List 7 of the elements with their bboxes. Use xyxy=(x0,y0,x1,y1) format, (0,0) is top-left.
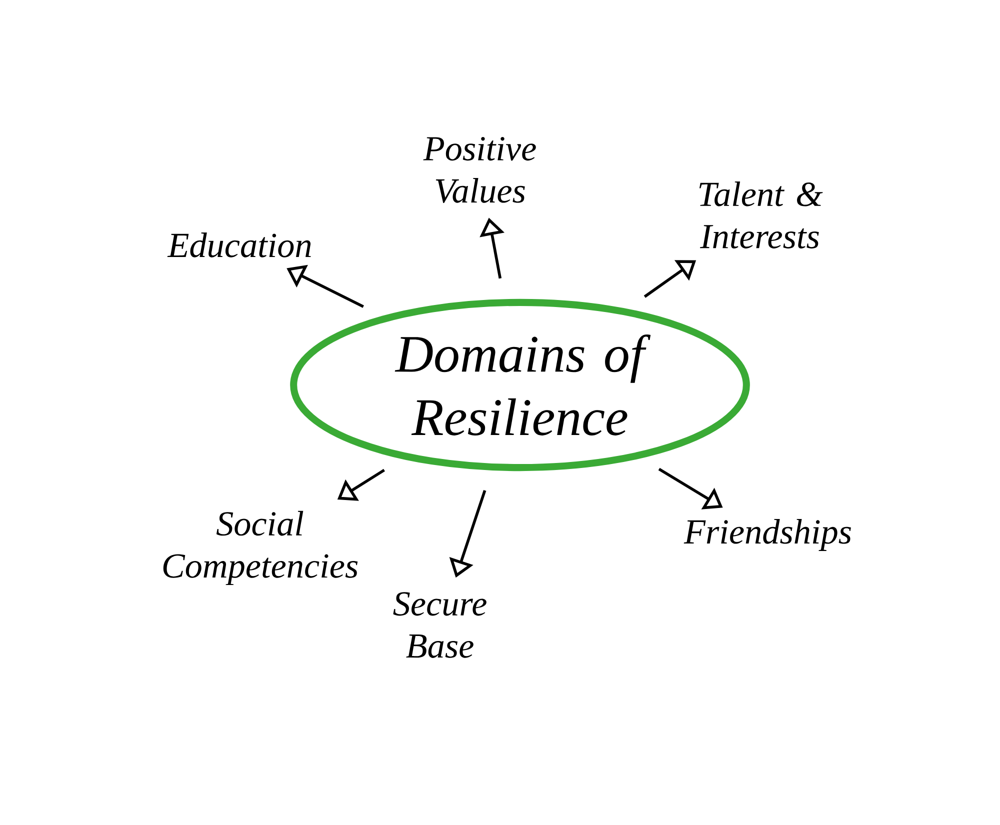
node-label: Friendships xyxy=(684,519,851,551)
ellipse-node: Domains of Resilience xyxy=(290,298,750,472)
node-label: Positive Values xyxy=(423,137,536,204)
node-label: Talent & Interests xyxy=(699,181,823,248)
node-label: Education xyxy=(167,232,311,258)
node-label: Social Competencies xyxy=(163,510,358,586)
node-label: Secure Base xyxy=(393,592,486,658)
